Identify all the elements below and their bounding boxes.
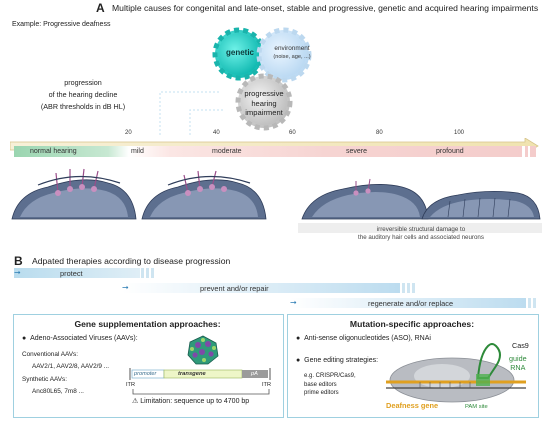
environment-line-2: (noise, age, ...) xyxy=(273,54,311,60)
bullet-dot-icon: ● xyxy=(296,335,305,342)
transgene-label: transgene xyxy=(178,371,206,377)
organ-of-corti-damaged xyxy=(301,178,429,220)
repair-bar-tail-1 xyxy=(402,283,405,293)
limitation-note: ⚠ Limitation: sequence up to 4700 bp xyxy=(132,397,249,405)
pa-label: pA xyxy=(251,371,258,377)
aav-particle-icon xyxy=(187,335,219,365)
progressive-label: progressive hearing impairment xyxy=(228,89,300,118)
regenerate-arrow-icon: ➞ xyxy=(290,298,297,307)
repair-bar-tail-2 xyxy=(407,283,410,293)
repair-arrow-icon: ➞ xyxy=(122,283,129,292)
progressive-line-1: progressive xyxy=(244,89,284,98)
example-prime-editors: prime editors xyxy=(304,390,339,396)
cas9-label: Cas9 xyxy=(512,341,529,350)
severity-normal: normal hearing xyxy=(30,148,77,155)
tick-20: 20 xyxy=(125,130,132,136)
example-crispr: e.g. CRISPR/Cas9, xyxy=(304,373,356,379)
example-base-editors: base editors xyxy=(304,381,337,388)
cas9-complex-icon xyxy=(386,343,526,403)
genetic-label: genetic xyxy=(225,48,254,57)
progression-line-2: of the hearing decline xyxy=(48,90,118,99)
guide-rna-line-2: RNA xyxy=(510,363,526,372)
severity-bar-gap-2 xyxy=(528,146,530,157)
tick-100: 100 xyxy=(454,130,465,136)
protect-bar xyxy=(14,268,140,278)
repair-label: prevent and/or repair xyxy=(200,284,269,293)
guide-rna-label: guide RNA xyxy=(509,354,527,372)
aav-construct xyxy=(129,368,271,380)
itr-right-label: ITR xyxy=(262,382,272,388)
progressive-line-3: impairment xyxy=(245,108,283,117)
gear-dashed-links xyxy=(159,91,225,135)
organ-of-corti-normal-2 xyxy=(141,170,267,220)
cochlea-illustrations xyxy=(11,168,542,233)
conventional-aav-label: Conventional AAVs: xyxy=(22,351,79,358)
severity-bar-gap-1 xyxy=(522,146,525,157)
editing-bullet-text: Gene editing strategies: xyxy=(304,357,379,364)
aso-bullet: ● Anti-sense oligonucleotides (ASO), RNA… xyxy=(296,335,431,342)
gene-supplementation-panel xyxy=(13,314,284,418)
protect-bar-tail-1 xyxy=(141,268,144,278)
warning-icon: ⚠ xyxy=(132,398,139,405)
conventional-aav-list: AAV2/1, AAV2/8, AAV2/9 ... xyxy=(32,363,110,370)
section-b-title: Adpated therapies according to disease p… xyxy=(32,256,231,266)
promoter-label: promoter xyxy=(134,371,157,377)
tick-40: 40 xyxy=(213,130,220,136)
bullet-dot-icon: ● xyxy=(296,357,305,364)
construct-brace xyxy=(132,389,270,395)
aav-bullet-text: Adeno-Associated Viruses (AAVs): xyxy=(30,335,138,342)
progression-line-3: (ABR thresholds in dB HL) xyxy=(40,102,126,111)
aav-bullet: ● Adeno-Associated Viruses (AAVs): xyxy=(22,335,138,342)
protect-bar-tail-3 xyxy=(151,268,154,278)
regenerate-bar-tail-2 xyxy=(533,298,536,308)
editing-examples: e.g. CRISPR/Cas9, base editors prime edi… xyxy=(304,372,356,398)
section-a-letter: A xyxy=(96,1,105,15)
repair-bar-tail-3 xyxy=(412,283,415,293)
section-a-title: Multiple causes for congenital and late-… xyxy=(112,3,539,13)
environment-label: environment (noise, age, ...) xyxy=(262,44,322,62)
severity-bar xyxy=(14,146,536,157)
progressive-gear-icon xyxy=(235,73,293,131)
environment-gear-icon xyxy=(256,27,312,83)
organ-of-corti-flat xyxy=(421,191,541,220)
severity-profound: profound xyxy=(436,148,464,155)
regenerate-bar xyxy=(290,298,526,308)
tick-80: 80 xyxy=(376,130,383,136)
itr-left-label: ITR xyxy=(126,382,136,388)
damage-note: irreversible structural damage to the au… xyxy=(316,226,526,242)
damage-note-line-1: irreversible structural damage to xyxy=(376,226,466,233)
editing-bullet: ● Gene editing strategies: xyxy=(296,357,378,364)
section-b-letter: B xyxy=(14,254,23,268)
repair-bar xyxy=(122,283,400,293)
gene-supplementation-header: Gene supplementation approaches: xyxy=(74,319,221,329)
guide-rna-line-1: guide xyxy=(509,354,527,363)
severity-severe: severe xyxy=(346,148,368,155)
deafness-gene-label: Deafness gene xyxy=(386,401,439,410)
progression-label: progression of the hearing decline (ABR … xyxy=(28,77,138,113)
environment-line-1: environment xyxy=(274,45,310,52)
regenerate-label: regenerate and/or replace xyxy=(368,299,454,308)
protect-bar-tail-2 xyxy=(146,268,149,278)
damage-note-line-2: the auditory hair cells and associated n… xyxy=(358,234,484,241)
protect-label: protect xyxy=(60,269,83,278)
progressive-line-2: hearing xyxy=(251,98,277,108)
aso-bullet-text: Anti-sense oligonucleotides (ASO), RNAi xyxy=(304,335,431,342)
progression-line-1: progression xyxy=(64,78,102,87)
regenerate-bar-tail-1 xyxy=(528,298,531,308)
limitation-text: Limitation: sequence up to 4700 bp xyxy=(140,398,250,405)
protect-arrow-icon: ➞ xyxy=(14,268,21,277)
causes-gears xyxy=(212,27,312,131)
severity-mild: mild xyxy=(131,148,144,155)
severity-moderate: moderate xyxy=(212,148,242,155)
synthetic-aav-label: Synthetic AAVs: xyxy=(22,376,67,383)
example-label: Example: Progressive deafness xyxy=(12,21,111,28)
bullet-dot-icon: ● xyxy=(22,335,31,342)
organ-of-corti-normal-1 xyxy=(11,168,137,220)
synthetic-aav-list: Anc80L65, 7m8 ... xyxy=(32,388,84,395)
mutation-specific-header: Mutation-specific approaches: xyxy=(349,319,475,329)
tick-60: 60 xyxy=(289,130,296,136)
pam-site-label: PAM site xyxy=(465,404,488,410)
